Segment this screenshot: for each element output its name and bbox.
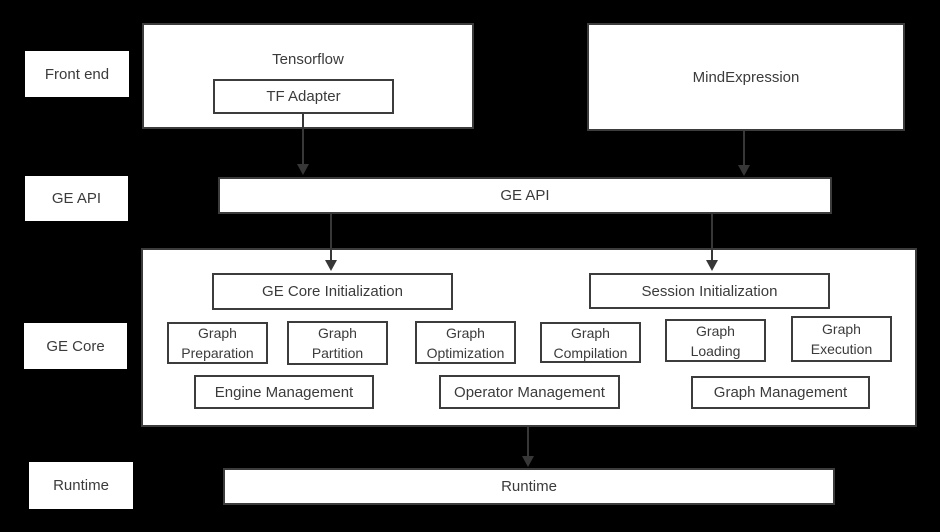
- stage-graph-optimization-box: Graph Optimization: [415, 321, 516, 364]
- arrow-head: [325, 260, 337, 271]
- row-label-ge-core: GE Core: [24, 323, 127, 369]
- stage-graph-loading-label: Graph Loading: [690, 322, 741, 359]
- operator-management-label: Operator Management: [454, 383, 605, 401]
- arrow-tf-adapter-to-ge-api-icon: [297, 114, 309, 175]
- arrow-head: [522, 456, 534, 467]
- tf-adapter-label: TF Adapter: [266, 88, 341, 105]
- arrow-shaft: [711, 214, 713, 260]
- arrow-shaft: [330, 214, 332, 260]
- stage-graph-compilation-box: Graph Compilation: [540, 322, 641, 363]
- arrow-head: [738, 165, 750, 176]
- stage-graph-loading-box: Graph Loading: [665, 319, 766, 362]
- arrow-mindexpression-to-ge-api-icon: [738, 131, 750, 176]
- stage-graph-execution-label: Graph Execution: [810, 321, 873, 357]
- tensorflow-box: Tensorflow TF Adapter: [142, 23, 474, 129]
- session-initialization-box: Session Initialization: [589, 273, 830, 309]
- operator-management-box: Operator Management: [439, 375, 620, 409]
- ge-core-initialization-box: GE Core Initialization: [212, 273, 453, 310]
- stage-graph-preparation-label: Graph Preparation: [181, 325, 254, 361]
- engine-management-label: Engine Management: [214, 383, 354, 401]
- row-label-front-end-text: Front end: [44, 65, 110, 83]
- tf-adapter-box: TF Adapter: [213, 79, 394, 114]
- graph-management-label: Graph Management: [713, 384, 848, 401]
- row-label-ge-api: GE API: [25, 176, 128, 221]
- mindexpression-box: MindExpression: [587, 23, 905, 131]
- row-label-front-end: Front end: [25, 51, 129, 97]
- runtime-bar-label: Runtime: [501, 478, 557, 495]
- arrow-shaft: [302, 114, 304, 164]
- arrow-head: [706, 260, 718, 271]
- arrow-shaft: [527, 427, 529, 456]
- arrow-ge-core-to-runtime-icon: [522, 427, 534, 467]
- stage-graph-partition-label: Graph Partition: [311, 325, 364, 361]
- row-label-ge-api-text: GE API: [51, 190, 102, 207]
- stage-graph-compilation-label: Graph Compilation: [553, 324, 628, 361]
- tensorflow-label: Tensorflow: [272, 51, 344, 68]
- row-label-ge-core-text: GE Core: [46, 337, 105, 355]
- runtime-bar: Runtime: [223, 468, 835, 505]
- arrow-head: [297, 164, 309, 175]
- arrow-shaft: [743, 131, 745, 165]
- stage-graph-optimization-label: Graph Optimization: [426, 324, 505, 361]
- arrow-ge-api-to-ge-core-initialization-icon: [325, 214, 337, 271]
- stage-graph-partition-box: Graph Partition: [287, 321, 388, 365]
- stage-graph-preparation-box: Graph Preparation: [167, 322, 268, 364]
- arrow-ge-api-to-session-initialization-icon: [706, 214, 718, 271]
- ge-core-initialization-label: GE Core Initialization: [262, 283, 403, 300]
- ge-api-bar: GE API: [218, 177, 832, 214]
- graph-management-box: Graph Management: [691, 376, 870, 409]
- row-label-runtime: Runtime: [29, 462, 133, 509]
- mindexpression-label: MindExpression: [692, 68, 800, 86]
- stage-graph-execution-box: Graph Execution: [791, 316, 892, 362]
- session-initialization-label: Session Initialization: [641, 282, 778, 300]
- ge-api-bar-label: GE API: [500, 187, 550, 204]
- row-label-runtime-text: Runtime: [53, 477, 109, 494]
- engine-management-box: Engine Management: [194, 375, 374, 409]
